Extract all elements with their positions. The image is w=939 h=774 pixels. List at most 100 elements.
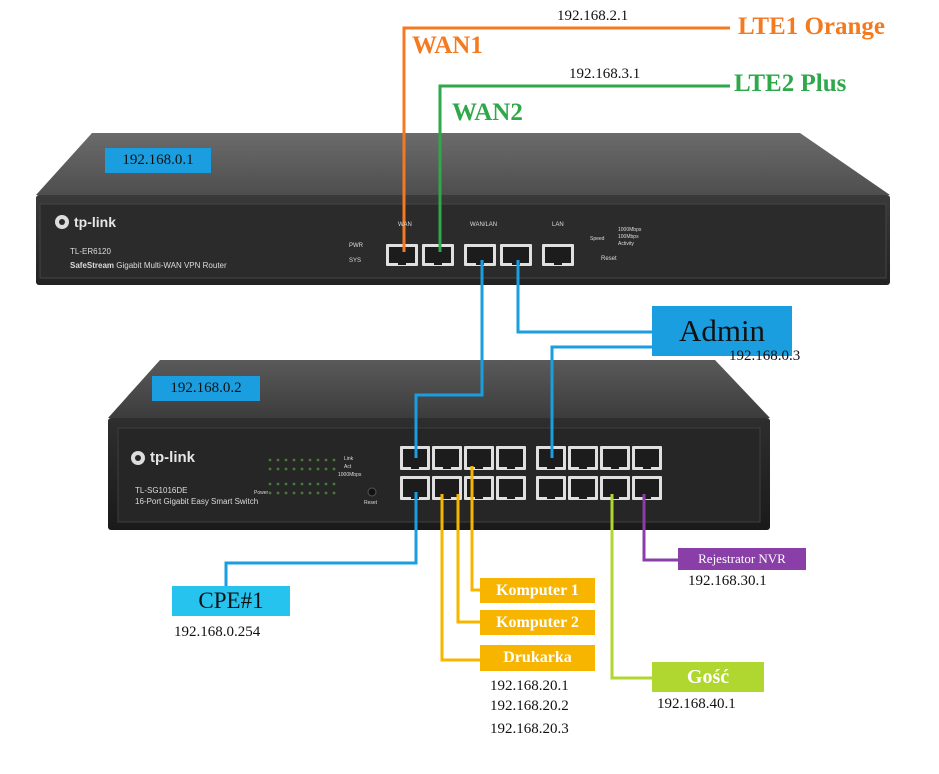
switch-led-0-3 <box>292 458 296 462</box>
switch-led-0-2 <box>284 458 288 462</box>
nvr-box: Rejestrator NVR <box>678 548 806 570</box>
switch-logo: tp-link <box>150 449 195 466</box>
lte2-plus-label: LTE2 Plus <box>734 70 847 97</box>
router-port-4 <box>500 244 532 266</box>
switch-port-bottom-1 <box>400 476 430 500</box>
switch-led-1-7 <box>324 467 328 471</box>
switch-power-label: Power <box>254 490 269 496</box>
komputer1-box: Komputer 1 <box>480 578 595 603</box>
admin-box: Admin <box>652 306 792 356</box>
switch-led-3-2 <box>284 491 288 495</box>
switch-mbps-label: 1000Mbps <box>338 472 362 478</box>
switch-port-top-7 <box>600 446 630 470</box>
wan1-ip: 192.168.2.1 <box>557 8 629 24</box>
switch-led-2-3 <box>292 482 296 486</box>
router-switch-uplink <box>414 260 484 458</box>
router-admin-cable <box>516 260 652 334</box>
switch-port-top-3 <box>464 446 494 470</box>
switch-led-0-0 <box>268 458 272 462</box>
switch-port-bottom-7 <box>600 476 630 500</box>
switch-led-1-2 <box>284 467 288 471</box>
router-port-1 <box>386 244 418 266</box>
user-ip-3: 192.168.20.3 <box>490 721 569 737</box>
router-device <box>36 133 890 285</box>
switch-led-2-7 <box>324 482 328 486</box>
switch-port-top-6 <box>568 446 598 470</box>
switch-led-3-6 <box>316 491 320 495</box>
cpe-box: CPE#1 <box>172 586 290 616</box>
drukarka-box: Drukarka <box>480 645 595 671</box>
router-led-pwr: PWR <box>349 243 363 249</box>
user-ip-2: 192.168.20.2 <box>490 698 569 714</box>
switch-led-grid <box>268 458 336 495</box>
switch-led-0-5 <box>308 458 312 462</box>
router-legend-1000: 1000Mbps <box>618 227 642 233</box>
nvr-label: Rejestrator NVR <box>698 551 786 566</box>
router-desc-rest: Gigabit Multi-WAN VPN Router <box>114 261 227 270</box>
switch-port-bottom-5 <box>536 476 566 500</box>
router-legend-act: Activity <box>618 241 634 247</box>
switch-port-top-4 <box>496 446 526 470</box>
wan2-label: WAN2 <box>452 99 523 126</box>
router-port-5 <box>542 244 574 266</box>
router-reset-label: Reset <box>601 256 617 262</box>
switch-led-0-6 <box>316 458 320 462</box>
router-group-wan: WAN <box>398 222 412 228</box>
switch-link-label: Link <box>344 456 354 462</box>
switch-model: TL-SG1016DE <box>135 486 188 495</box>
router-ports <box>386 244 574 266</box>
switch-led-3-0 <box>268 491 272 495</box>
guest-ip: 192.168.40.1 <box>657 696 736 712</box>
switch-description: 16-Port Gigabit Easy Smart Switch <box>135 497 259 506</box>
switch-led-1-4 <box>300 467 304 471</box>
switch-ip: 192.168.0.2 <box>170 380 242 396</box>
switch-reset-label: Reset <box>364 500 378 506</box>
switch-led-2-6 <box>316 482 320 486</box>
nvr-ip: 192.168.30.1 <box>688 573 767 589</box>
switch-ip-badge: 192.168.0.2 <box>152 376 260 401</box>
switch-led-0-8 <box>332 458 336 462</box>
switch-led-2-5 <box>308 482 312 486</box>
cpe-cable <box>224 492 418 586</box>
router-legend-100: 100Mbps <box>618 234 639 240</box>
wan2-ip: 192.168.3.1 <box>569 66 641 82</box>
switch-led-2-4 <box>300 482 304 486</box>
nvr-cable <box>642 494 678 562</box>
router-brand: tp-link <box>74 214 116 230</box>
switch-led-2-1 <box>276 482 280 486</box>
switch-led-1-5 <box>308 467 312 471</box>
switch-port-bottom-2 <box>432 476 462 500</box>
router-group-lan: LAN <box>552 222 564 228</box>
switch-port-top-2 <box>432 446 462 470</box>
komputer2-cable <box>456 494 480 624</box>
switch-brand: tp-link <box>150 449 195 466</box>
lte1-orange-label: LTE1 Orange <box>738 13 886 40</box>
switch-led-2-0 <box>268 482 272 486</box>
drukarka-label: Drukarka <box>503 649 572 666</box>
switch-led-2-2 <box>284 482 288 486</box>
switch-port-bottom-8 <box>632 476 662 500</box>
router-ip: 192.168.0.1 <box>122 152 194 168</box>
user-ip-1: 192.168.20.1 <box>490 678 569 694</box>
router-description: SafeStream Gigabit Multi-WAN VPN Router <box>70 261 227 270</box>
router-port-2 <box>422 244 454 266</box>
router-port-3 <box>464 244 496 266</box>
switch-led-1-6 <box>316 467 320 471</box>
router-group-wanlan: WAN/LAN <box>470 222 498 228</box>
router-ip-badge: 192.168.0.1 <box>105 148 211 173</box>
switch-led-3-1 <box>276 491 280 495</box>
komputer1-cable <box>470 466 480 592</box>
switch-admin-cable <box>550 345 652 458</box>
admin-ip: 192.168.0.3 <box>729 348 801 364</box>
switch-led-3-3 <box>292 491 296 495</box>
switch-led-1-1 <box>276 467 280 471</box>
switch-led-0-1 <box>276 458 280 462</box>
switch-act-label: Act <box>344 464 352 470</box>
switch-port-top-8 <box>632 446 662 470</box>
router-model: TL-ER6120 <box>70 247 111 256</box>
wan1-cable <box>402 26 730 252</box>
switch-led-3-4 <box>300 491 304 495</box>
admin-label: Admin <box>678 313 766 348</box>
